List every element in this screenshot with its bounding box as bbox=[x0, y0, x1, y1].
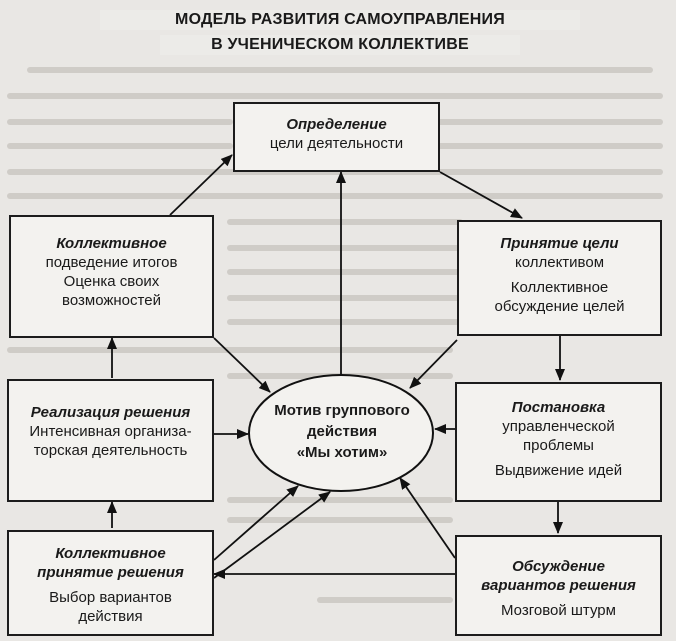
collective-decision-text1: Выбор вариантов bbox=[49, 589, 172, 606]
arrow-definition-to-goal bbox=[439, 171, 523, 219]
definition-text: цели деятельности bbox=[269, 135, 404, 152]
summary-text1: подведение итогов bbox=[45, 254, 178, 271]
problem-statement-text1: управленческой bbox=[502, 418, 615, 435]
box-options-discussion: Обсуждение вариантов решения Мозговой шт… bbox=[455, 535, 662, 636]
arrow-decision-to-center bbox=[213, 491, 331, 579]
goal-acceptance-text2: Коллективное bbox=[510, 279, 609, 296]
center-line2: действия bbox=[307, 423, 377, 440]
box-goal-acceptance: Принятие цели коллективом Коллективное о… bbox=[457, 220, 662, 336]
box-implementation: Реализация решения Интенсивная организа-… bbox=[7, 379, 214, 502]
implementation-heading: Реализация решения bbox=[30, 404, 191, 421]
collective-decision-heading1: Коллективное bbox=[55, 545, 166, 562]
problem-statement-heading: Постановка bbox=[511, 399, 606, 416]
options-discussion-text1: Мозговой штурм bbox=[501, 602, 616, 619]
implementation-text2: торская деятельность bbox=[33, 442, 188, 459]
box-summary: Коллективное подведение итогов Оценка св… bbox=[9, 215, 214, 338]
center-line1: Мотив группового bbox=[274, 402, 410, 419]
arrow-summary-to-definition bbox=[169, 154, 233, 216]
summary-text2: Оценка своих bbox=[63, 273, 160, 290]
box-problem-statement: Постановка управленческой проблемы Выдви… bbox=[455, 382, 662, 502]
collective-decision-text2: действия bbox=[78, 608, 143, 625]
options-discussion-heading1: Обсуждение bbox=[512, 558, 605, 575]
diagram-title-line1: МОДЕЛЬ РАЗВИТИЯ САМОУПРАВЛЕНИЯ bbox=[100, 10, 580, 30]
problem-statement-text3: Выдвижение идей bbox=[494, 462, 623, 479]
problem-statement-text2: проблемы bbox=[523, 437, 594, 454]
box-collective-decision: Коллективное принятие решения Выбор вари… bbox=[7, 530, 214, 636]
center-line3: «Мы хотим» bbox=[296, 444, 388, 461]
goal-acceptance-heading: Принятие цели bbox=[500, 235, 619, 252]
center-motive: Мотив группового действия «Мы хотим» bbox=[250, 400, 434, 463]
arrow-summary-to-center bbox=[213, 337, 271, 393]
arrow-goal-to-center bbox=[409, 339, 458, 389]
implementation-text1: Интенсивная организа- bbox=[29, 423, 192, 440]
options-discussion-heading2: вариантов решения bbox=[481, 577, 636, 594]
diagram-title-line2: В УЧЕНИЧЕСКОМ КОЛЛЕКТИВЕ bbox=[160, 35, 520, 55]
goal-acceptance-text3: обсуждение целей bbox=[494, 298, 625, 315]
goal-acceptance-text1: коллективом bbox=[514, 254, 605, 271]
summary-text3: возможностей bbox=[62, 292, 161, 309]
summary-heading: Коллективное bbox=[56, 235, 167, 252]
collective-decision-heading2: принятие решения bbox=[37, 564, 184, 581]
arrow-decision-to-center-2 bbox=[213, 485, 299, 561]
box-definition: Определение цели деятельности bbox=[233, 102, 440, 172]
arrow-options-to-center bbox=[399, 477, 456, 559]
definition-heading: Определение bbox=[286, 116, 387, 133]
